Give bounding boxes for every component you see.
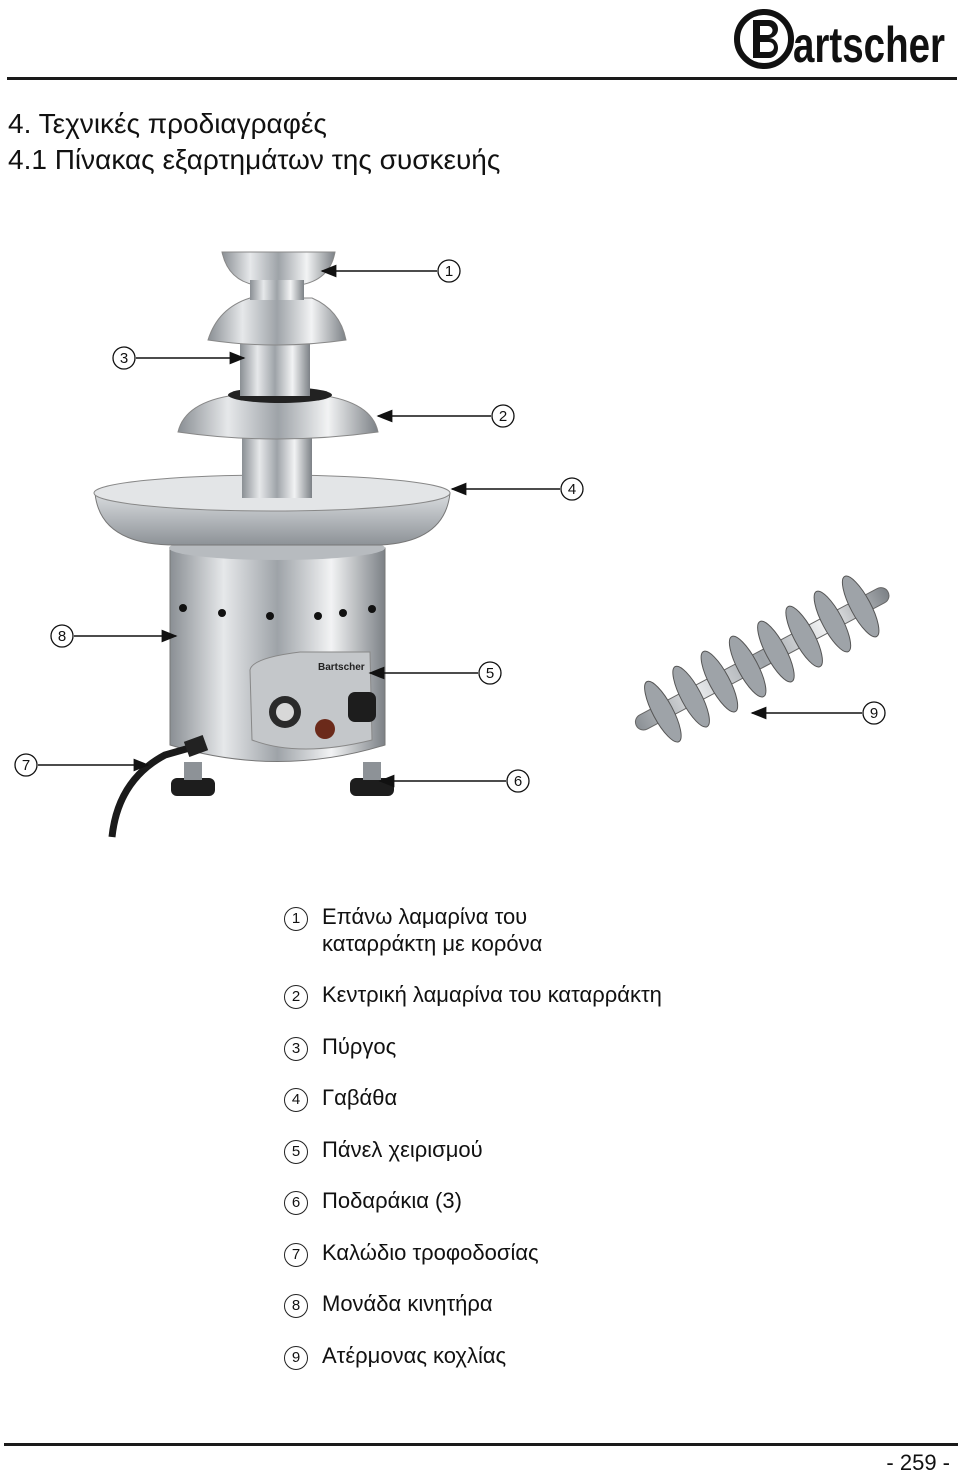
auger [634,575,890,743]
legend-text: Ατέρμονας κοχλίας [322,1343,507,1368]
callout-2-label: 2 [499,408,507,425]
callout-8: 8 [50,624,74,648]
legend-item: 4 Γαβάθα [284,1084,397,1112]
legend-text: Μονάδα κινητήρα [322,1291,493,1316]
legend-item: 8 Μονάδα κινητήρα [284,1290,493,1318]
legend-item: 2 Κεντρική λαμαρίνα του καταρράκτη [284,981,662,1009]
callout-3: 3 [112,346,136,370]
callout-1-label: 1 [445,263,453,280]
legend-number: 4 [284,1088,308,1112]
legend-item: 9 Ατέρμονας κοχλίας [284,1342,506,1370]
svg-text:Bartscher: Bartscher [318,662,365,673]
legend-item: 3 Πύργος [284,1033,396,1061]
legend-text: Κεντρική λαμαρίνα του καταρράκτη [322,982,662,1007]
callout-3-label: 3 [120,350,128,367]
callout-5-label: 5 [486,665,494,682]
svg-text:artscher: artscher [793,17,945,72]
legend-item: 7 Καλώδιο τροφοδοσίας [284,1239,539,1267]
top-tier [207,251,347,346]
callout-6: 6 [506,769,530,793]
callout-5: 5 [478,661,502,685]
legend-text: Επάνω λαμαρίνα του καταρράκτη με κορόνα [322,904,543,956]
legend-number: 6 [284,1191,308,1215]
legend-number: 1 [284,907,308,931]
footer-rule [4,1443,958,1446]
callout-8-label: 8 [58,628,66,645]
bartscher-logo: artscher [734,9,945,72]
feet [171,762,394,796]
callout-7: 7 [14,753,38,777]
subsection-title: 4.1 Πίνακας εξαρτημάτων της συσκευής [8,144,501,175]
legend-number: 5 [284,1140,308,1164]
device-figure: Bartscher [14,251,890,838]
callout-4: 4 [560,477,584,501]
legend-text: Πάνελ χειρισμού [322,1137,483,1162]
callout-7-label: 7 [22,757,30,774]
callout-4-label: 4 [568,481,576,498]
legend-number: 3 [284,1037,308,1061]
legend-number: 2 [284,985,308,1009]
legend-text: Γαβάθα [322,1085,398,1110]
legend-item: 6 Ποδαράκια (3) [284,1187,462,1215]
legend-text: Πύργος [322,1034,397,1059]
page-number: - 259 - [886,1450,950,1475]
callout-1: 1 [437,259,461,283]
legend-text: Ποδαράκια (3) [322,1188,462,1213]
legend-number: 9 [284,1346,308,1370]
callout-9: 9 [862,701,886,725]
section-title: 4. Τεχνικές προδιαγραφές [8,108,327,139]
legend-text: Καλώδιο τροφοδοσίας [322,1240,539,1265]
header-rule [7,77,957,80]
control-panel: Bartscher [249,651,376,750]
tower-upper [240,340,310,396]
power-cable [108,741,201,838]
callout-9-label: 9 [870,705,878,722]
legend-item: 1 Επάνω λαμαρίνα του καταρράκτη με κορόν… [284,903,542,957]
callout-6-label: 6 [514,773,522,790]
legend-item: 5 Πάνελ χειρισμού [284,1136,483,1164]
callout-2: 2 [491,404,515,428]
legend-number: 7 [284,1243,308,1267]
legend-number: 8 [284,1294,308,1318]
